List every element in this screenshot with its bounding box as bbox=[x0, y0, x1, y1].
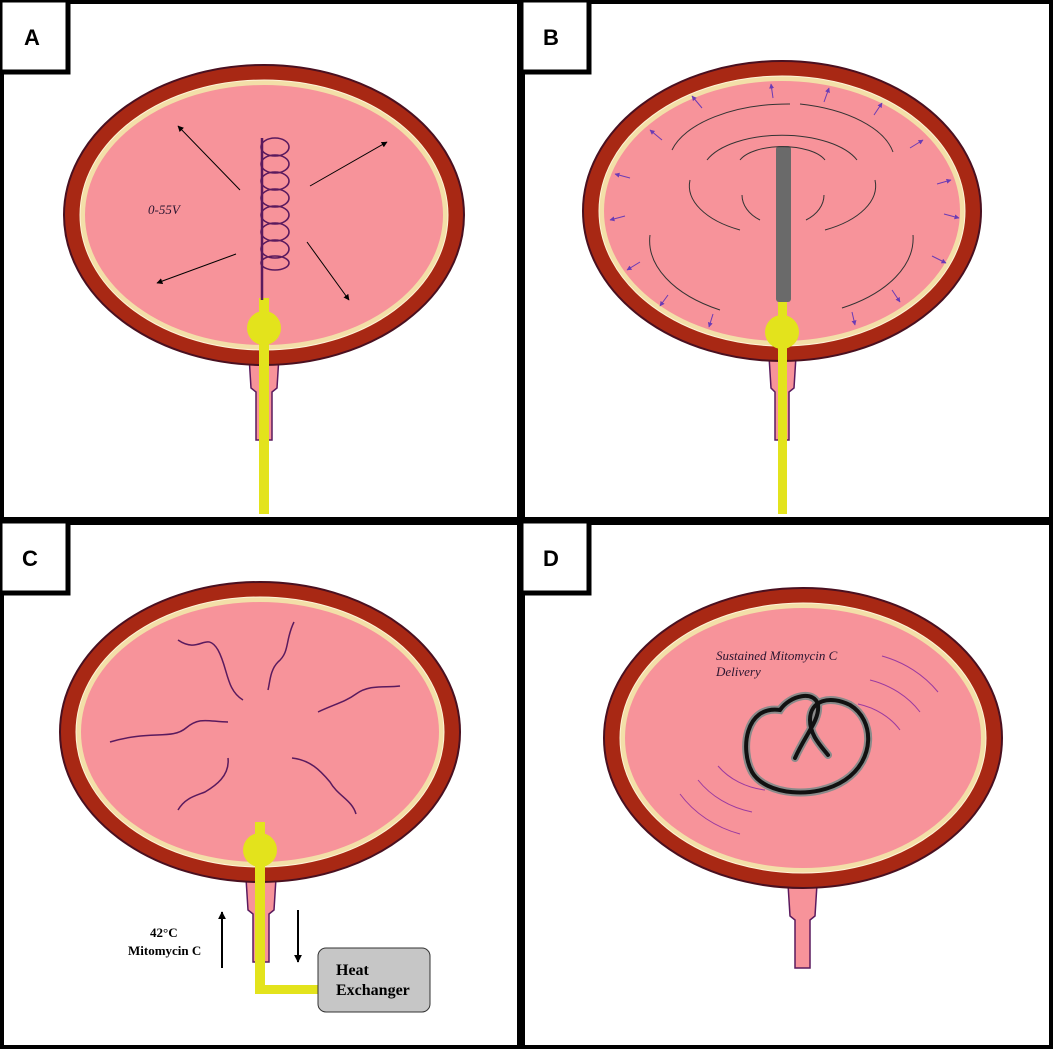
delivery-label-line1: Sustained Mitomycin C bbox=[716, 648, 838, 663]
heat-exchanger-box bbox=[317, 947, 431, 1013]
delivery-label-line2: Delivery bbox=[715, 664, 761, 679]
temperature-label: 42°C bbox=[150, 925, 178, 940]
catheter-outflow bbox=[255, 985, 325, 994]
panel-d-tab: D bbox=[518, 518, 592, 596]
panel-c-tab: C bbox=[0, 518, 71, 596]
panel-a-tab: A bbox=[0, 0, 71, 75]
voltage-label: 0-55V bbox=[148, 202, 182, 217]
heating-coil bbox=[260, 137, 290, 271]
panel-b-tab: B bbox=[518, 0, 592, 75]
panel-a: 0-55V bbox=[63, 64, 465, 514]
microwave-probe bbox=[776, 146, 791, 302]
panel-d: Sustained Mitomycin C Delivery bbox=[603, 587, 1003, 969]
catheter-balloon bbox=[243, 833, 277, 867]
energy-arrows bbox=[156, 125, 388, 301]
drug-device bbox=[742, 692, 873, 797]
heat-waves bbox=[649, 103, 914, 311]
exchanger-label-line1: Heat bbox=[336, 962, 370, 979]
panel-b-label: B bbox=[543, 25, 559, 50]
panel-d-label: D bbox=[543, 546, 559, 571]
drug-label: Mitomycin C bbox=[128, 943, 201, 958]
catheter-balloon bbox=[247, 311, 281, 345]
panel-c-label: C bbox=[22, 546, 38, 571]
catheter bbox=[259, 298, 269, 514]
outward-arrows bbox=[609, 83, 960, 328]
release-waves bbox=[679, 655, 939, 835]
panel-a-label: A bbox=[24, 25, 40, 50]
bladder-lumen bbox=[85, 85, 443, 345]
catheter-balloon bbox=[765, 315, 799, 349]
drug-streaks bbox=[109, 621, 401, 815]
catheter bbox=[255, 822, 265, 992]
catheter bbox=[778, 300, 787, 514]
bladder-lumen bbox=[81, 602, 439, 862]
panel-c: 42°C Mitomycin C Heat Exchanger bbox=[59, 581, 461, 1013]
exchanger-label-line2: Exchanger bbox=[336, 982, 410, 999]
panel-b bbox=[582, 60, 982, 514]
